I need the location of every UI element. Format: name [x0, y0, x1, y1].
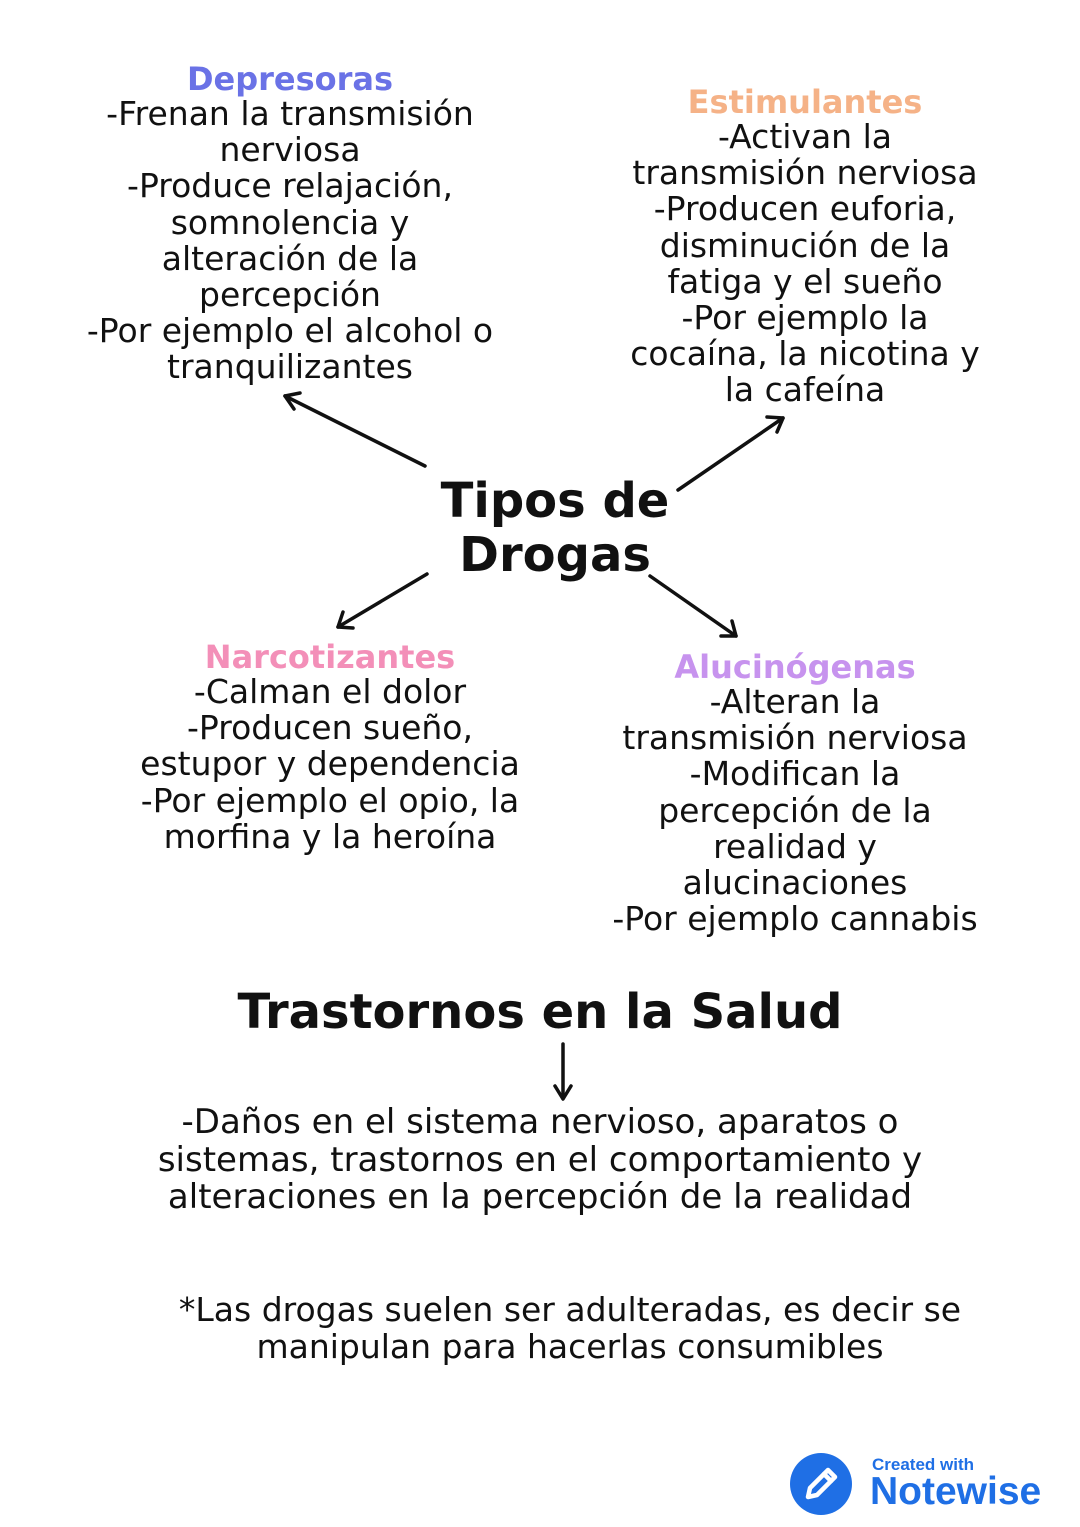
arrow-to-estimulantes	[676, 415, 785, 492]
branch-narcotizantes: Narcotizantes -Calman el dolor -Producen…	[80, 638, 580, 855]
footnote: *Las drogas suelen ser adulteradas, es d…	[70, 1290, 1070, 1366]
branch-line: -Calman el dolor	[193, 672, 467, 711]
branch-line: percepción	[199, 275, 381, 315]
arrow-to-depresoras	[283, 391, 427, 468]
notewise-watermark: Created with Notewise	[790, 1450, 1070, 1520]
branch-line: -Alteran la	[709, 682, 881, 721]
brand-name: Notewise	[870, 1470, 1042, 1513]
branch-line: tranquilizantes	[167, 347, 413, 387]
branch-line: nerviosa	[219, 130, 361, 170]
branch-line: somnolencia y	[170, 202, 410, 242]
arrow-to-narcotizantes	[336, 572, 429, 630]
branch-line: morfina y la heroína	[163, 816, 497, 856]
trastornos-description: -Daños en el sistema nervioso, aparatos …	[40, 1102, 1040, 1217]
branch-line: -Por ejemplo la	[681, 298, 929, 338]
branch-depresoras: Depresoras -Frenan la transmisión nervio…	[40, 60, 540, 386]
footnote-line: manipulan para hacerlas consumibles	[256, 1326, 884, 1366]
branch-estimulantes: Estimulantes -Activan la transmisión ner…	[555, 83, 1055, 409]
branch-line: -Frenan la transmisión	[106, 94, 474, 133]
center-title-line2: Drogas	[459, 527, 651, 583]
trastornos-line: -Daños en el sistema nervioso, aparatos …	[181, 1102, 899, 1142]
trastornos-line: sistemas, trastornos en el comportamient…	[157, 1139, 923, 1180]
branch-line: disminución de la	[659, 225, 951, 265]
trastornos-line: alteraciones en la percepción de la real…	[167, 1177, 913, 1217]
branch-line: estupor y dependencia	[140, 744, 520, 784]
arrow-down-trastornos	[553, 1042, 573, 1101]
branch-line: -Activan la	[718, 117, 892, 156]
branch-title-narcotizantes: Narcotizantes	[204, 638, 456, 676]
trastornos-title: Trastornos en la Salud	[237, 984, 843, 1040]
branch-title-alucinogenas: Alucinógenas	[674, 648, 916, 686]
branch-line: -Modifican la	[689, 754, 901, 794]
branch-line: -Produce relajación,	[127, 166, 453, 206]
arrow-to-alucinogenas	[648, 574, 738, 638]
branch-line: -Por ejemplo el opio, la	[140, 780, 520, 820]
branch-line: percepción de la	[658, 790, 932, 830]
branch-alucinogenas: Alucinógenas -Alteran la transmisión ner…	[545, 648, 1045, 937]
branch-line: -Producen sueño,	[187, 708, 473, 748]
branch-line: -Por ejemplo el alcohol o	[86, 311, 494, 351]
branch-line: -Producen euforia,	[653, 189, 957, 229]
branch-title-estimulantes: Estimulantes	[687, 83, 923, 121]
branch-line: alucinaciones	[682, 863, 908, 903]
branch-line: realidad y	[713, 826, 877, 866]
branch-title-depresoras: Depresoras	[186, 60, 394, 98]
footnote-line: *Las drogas suelen ser adulteradas, es d…	[178, 1290, 962, 1329]
branch-line: alteración de la	[161, 238, 419, 278]
branch-line: transmisión nerviosa	[632, 153, 978, 193]
branch-line: cocaína, la nicotina y	[630, 334, 980, 374]
branch-line: la cafeína	[724, 370, 886, 410]
branch-line: -Por ejemplo cannabis	[612, 899, 978, 939]
center-node: Tipos de Drogas	[400, 474, 710, 582]
center-title-line1: Tipos de	[440, 473, 670, 529]
pencil-icon	[790, 1453, 852, 1515]
branch-line: transmisión nerviosa	[622, 718, 968, 758]
brand-caption: Created with	[872, 1455, 975, 1474]
branch-line: fatiga y el sueño	[667, 261, 943, 301]
